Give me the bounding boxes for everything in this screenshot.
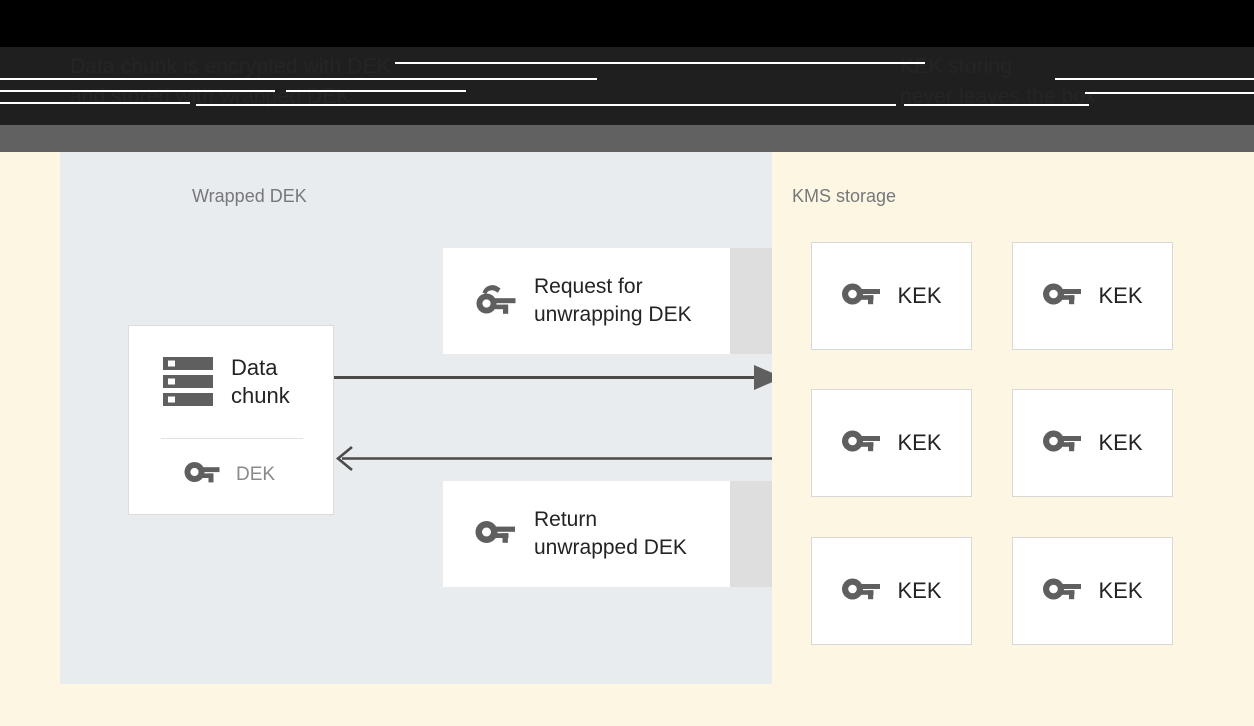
wrapped-key-icon	[474, 283, 516, 320]
key-icon	[841, 576, 881, 607]
kek-label: KEK	[1098, 430, 1143, 455]
header-caption-right: KEK storing never leaves the box	[900, 55, 1096, 108]
secondary-gray-band	[0, 125, 1254, 152]
data-chunk-divider	[161, 438, 303, 439]
kek-box[interactable]: KEK	[811, 242, 972, 350]
kek-box[interactable]: KEK	[1012, 242, 1173, 350]
kek-box[interactable]: KEK	[1012, 537, 1173, 645]
kek-label: KEK	[1098, 283, 1143, 308]
header-rule	[0, 78, 597, 80]
return-unwrapped-label: Return unwrapped DEK	[534, 508, 687, 559]
wrapped-dek-panel: Wrapped DEK	[60, 152, 772, 684]
key-icon	[1042, 281, 1082, 312]
kms-storage-panel: KMS storage KEK	[772, 152, 1254, 684]
key-icon	[184, 460, 220, 489]
key-icon	[841, 428, 881, 459]
header-rule	[0, 102, 190, 104]
kms-storage-panel-title: KMS storage	[792, 186, 897, 206]
header-rule	[1055, 78, 1254, 80]
kek-label: KEK	[1098, 578, 1143, 603]
header-rule	[196, 104, 896, 106]
data-chunk-row: Data chunk	[161, 354, 290, 410]
key-icon	[1042, 428, 1082, 459]
header-rule	[904, 104, 1089, 106]
top-header-band-inner	[0, 47, 1254, 125]
return-unwrapped-card[interactable]: Return unwrapped DEK	[443, 481, 730, 587]
dek-row: DEK	[184, 460, 275, 489]
diagram-canvas: Wrapped DEK	[0, 152, 1254, 726]
header-rule	[0, 90, 275, 92]
request-unwrap-label: Request for unwrapping DEK	[534, 275, 692, 326]
kek-label: KEK	[897, 578, 942, 603]
top-header-band: Data chunk is encrypted with DEK and sto…	[0, 0, 1254, 125]
data-chunk-label: Data chunk	[231, 355, 290, 408]
header-rule	[395, 62, 925, 64]
dek-label: DEK	[236, 463, 276, 485]
key-icon	[841, 281, 881, 312]
kek-box[interactable]: KEK	[1012, 389, 1173, 497]
data-chunk-card[interactable]: Data chunk DEK	[128, 325, 334, 515]
header-rule	[286, 90, 466, 92]
key-icon	[474, 518, 516, 551]
kek-box[interactable]: KEK	[811, 389, 972, 497]
kek-label: KEK	[897, 430, 942, 455]
server-storage-icon	[161, 356, 215, 408]
header-rule	[1085, 92, 1254, 94]
kek-label: KEK	[897, 283, 942, 308]
key-icon	[1042, 576, 1082, 607]
request-unwrap-card[interactable]: Request for unwrapping DEK	[443, 248, 730, 354]
kek-box[interactable]: KEK	[811, 537, 972, 645]
wrapped-dek-panel-title: Wrapped DEK	[192, 186, 307, 206]
